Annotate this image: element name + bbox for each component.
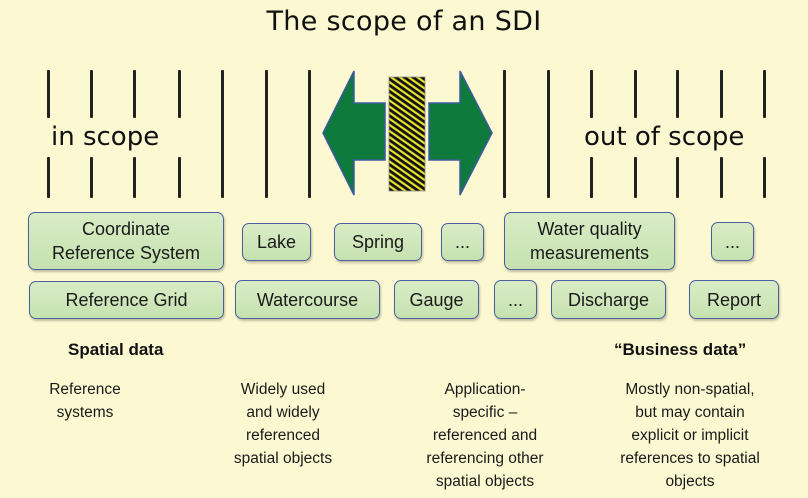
description-business-data: Mostly non-spatial, but may contain expl… [620,381,760,490]
box-reference-grid: Reference Grid [29,281,224,319]
box-label: Reference Grid [65,290,188,310]
box-label: Gauge [409,289,464,310]
box-label: Watercourse [256,289,359,310]
scale-line [178,70,181,118]
box-lake: Lake [242,223,311,261]
scale-line [676,70,679,118]
scale-line [133,157,136,198]
box-watercourse: Watercourse [235,280,380,319]
scale-line [90,70,93,118]
scale-line [676,157,679,198]
box-discharge: Discharge [551,280,666,319]
scale-line [90,157,93,198]
scale-line [720,70,723,118]
scale-line [265,70,268,198]
box-label: Report [706,289,762,310]
box-spring: Spring [334,223,422,261]
scale-line [47,157,50,198]
box-gauge: Gauge [394,280,479,319]
scale-line [133,70,136,118]
scale-line [590,70,593,118]
box-ellipsis-1: ... [441,223,484,261]
box-water-quality-measurements: Water quality measurements [504,212,675,270]
scale-line [547,70,550,198]
scope-boundary-bar [388,76,426,192]
box-label: ... [507,289,523,310]
description-application-specific: Application- specific – referenced and r… [426,381,544,490]
right-arrow-icon [428,70,493,196]
scale-line [221,70,224,198]
box-ellipsis-3: ... [494,280,537,319]
scale-line [634,70,637,118]
box-label: Lake [256,232,297,252]
box-label: Water quality measurements [529,219,650,263]
box-label: Spring [351,232,405,252]
box-label: ... [724,231,740,252]
scale-line [634,157,637,198]
in-scope-label: in scope [51,122,160,152]
business-data-heading: “Business data” [614,340,747,359]
box-report: Report [689,280,779,319]
box-label: Discharge [567,289,650,310]
scale-line [503,70,506,198]
scale-line [178,157,181,198]
scale-line [47,70,50,118]
boundary-graphic [322,70,493,196]
description-widely-used: Widely used and widely referenced spatia… [233,381,333,467]
description-reference-systems: Reference systems [49,381,121,421]
spatial-data-heading: Spatial data [68,340,164,359]
box-label: ... [454,232,470,252]
scale-line [763,70,766,118]
box-coordinate-reference-system: Coordinate Reference System [28,212,224,270]
scale-line [308,70,311,198]
out-of-scope-label: out of scope [584,122,745,152]
scale-line [590,157,593,198]
scale-line [720,157,723,198]
scale-line [763,157,766,198]
box-ellipsis-2: ... [711,222,754,261]
left-arrow-icon [322,70,386,196]
box-label: Coordinate Reference System [51,219,201,263]
diagram-title: The scope of an SDI [266,6,542,37]
